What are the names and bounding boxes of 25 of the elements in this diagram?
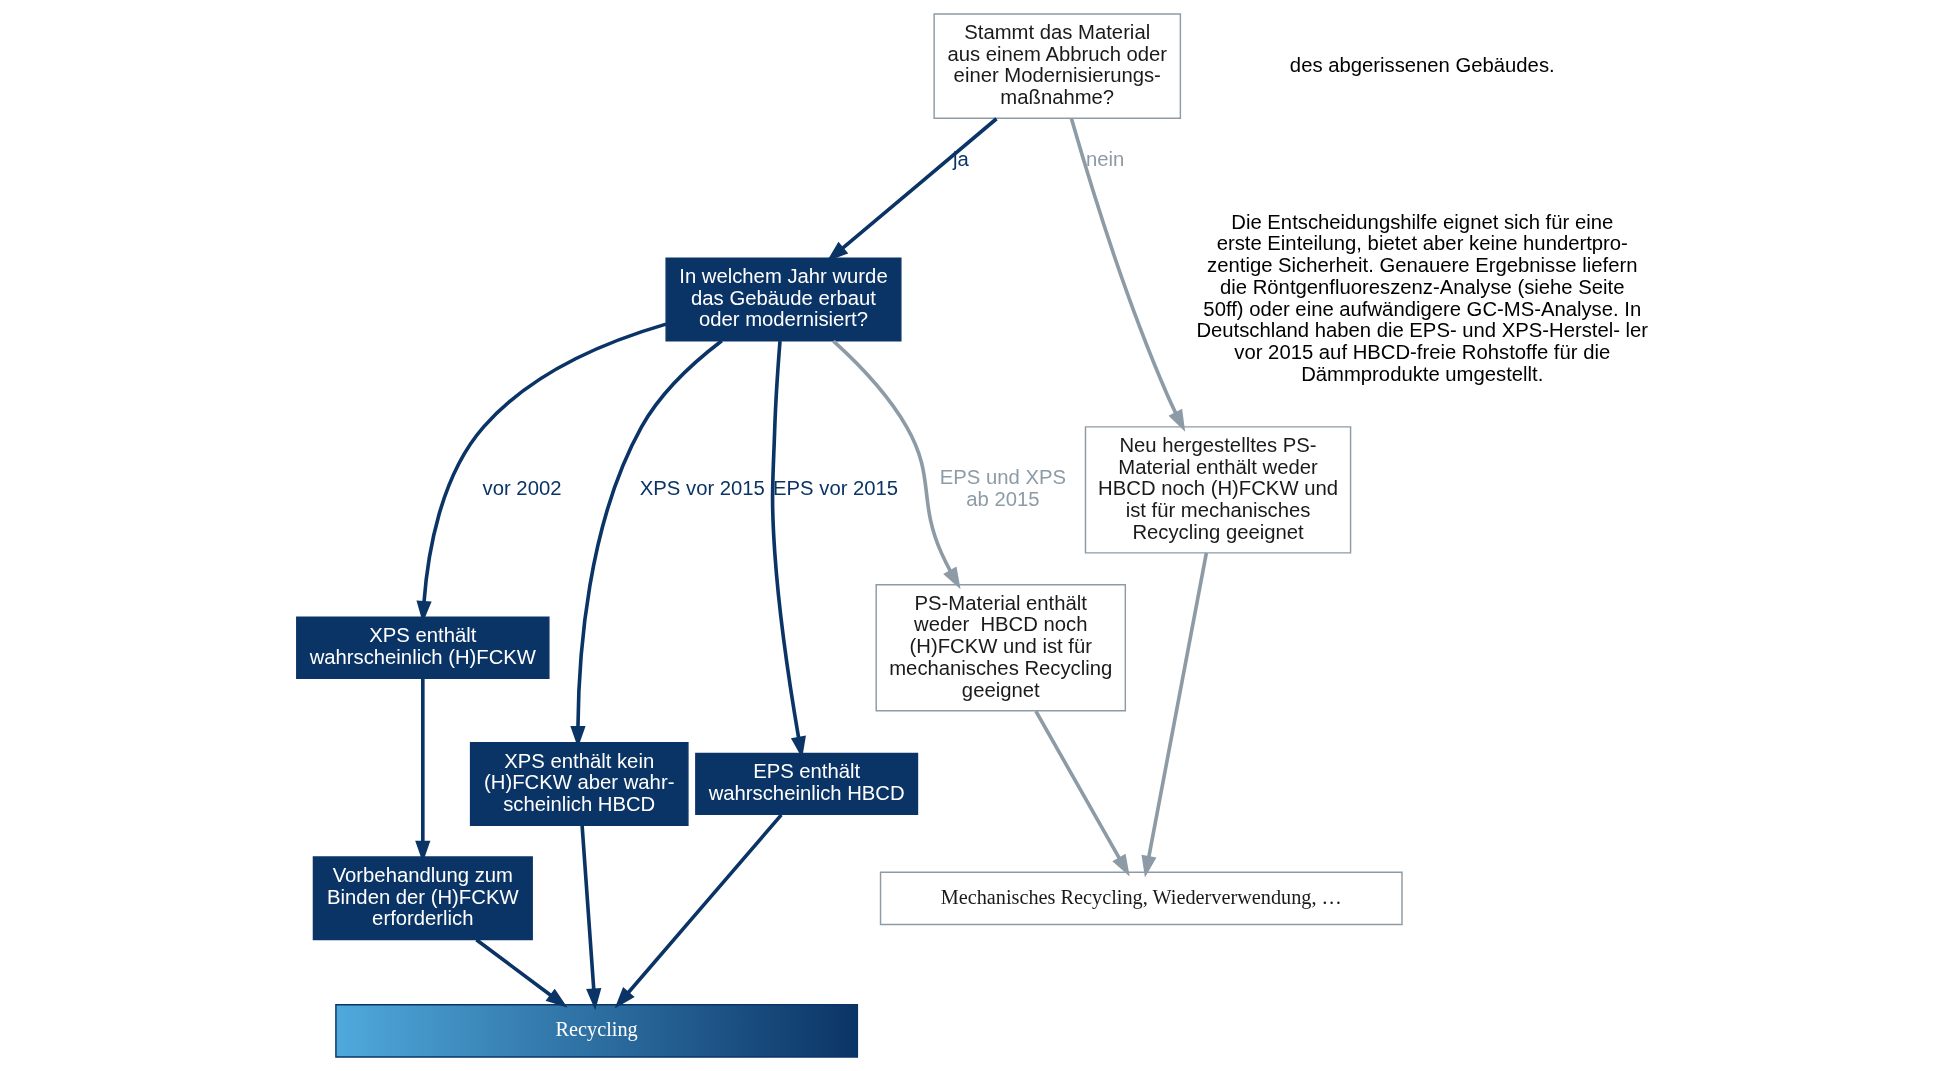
arrow [579,825,601,1011]
node-box: XPS enthält wahrscheinlich (H)FCKW [295,616,550,679]
label: Die Entscheidungshilfe eignet sich für eine erste Einteilung, bietet aber keine hundertpro- zentige Sicherheit. Genauere Ergebnisse liefern die Röntgenfluoreszenz-Analyse (siehe Seite 50ff) oder eine aufwändigere GC-MS-Analyse. In Deutschland haben die EPS- und XPS-Herstel- ler vor 2015 auf HBCD-freie Rohstoffe für die Dämmprodukte umgestellt. [1195,210,1648,385]
edge-label: nein [1085,148,1124,171]
edge-label: EPS und XPS ab 2015 [939,466,1066,511]
arrow [1141,552,1208,878]
arrow [1069,118,1185,432]
node-box: Stammt das Material aus einem Abbruch oder einer Modernisierungs- maßnahme? [932,13,1181,120]
node-box: In welchem Jahr wurde das Gebäude erbaut oder modernisiert? [664,257,902,342]
label: des abgerissenen Gebäudes. [1289,53,1555,76]
arrow [831,339,961,590]
arrow [614,813,783,1009]
node-box: Recycling [334,1004,858,1058]
edge-label: EPS vor 2015 [772,477,898,500]
edge-label: XPS vor 2015 [639,477,765,500]
edge-label: vor 2002 [482,477,561,500]
arrow [474,938,568,1008]
node-box: Neu hergestelltes PS-Material enthält weder HBCD noch (H)FCKW und ist für mechanisches Recycling geeignet [1084,426,1351,554]
arrow [1033,710,1130,877]
node-box: Vorbehandlung zum Binden der (H)FCKW erforderlich [312,856,533,941]
node-box: EPS enthält wahrscheinlich HBCD [694,752,918,816]
node-box: Mechanisches Recycling, Wiederverwendung, … [879,871,1403,926]
node-box: XPS enthält kein (H)FCKW aber wahr- scheinlich HBCD [469,741,689,826]
node-box: PS-Material enthält weder HBCD noch (H)FCKW und ist für mechanisches Recycling geeignet [874,584,1126,712]
edge-label: ja [952,148,969,171]
